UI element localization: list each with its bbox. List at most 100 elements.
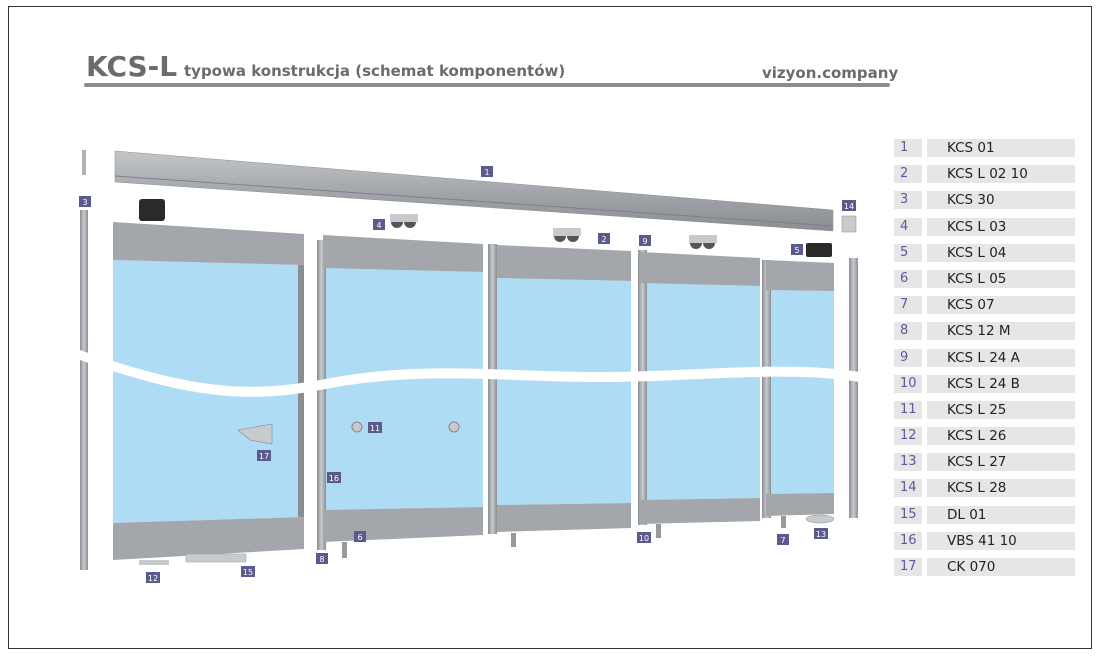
legend-row: 12 KCS L 26 [894, 427, 1075, 446]
title-underline [84, 83, 890, 87]
legend-number: 7 [894, 296, 922, 315]
legend-row: 9 KCS L 24 A [894, 348, 1075, 367]
legend-number: 12 [894, 427, 922, 446]
legend-code: CK 070 [927, 558, 1075, 576]
callout-15: 15 [241, 566, 255, 577]
callout-6: 6 [354, 531, 366, 542]
callout-10: 10 [637, 532, 651, 543]
legend-number: 10 [894, 374, 922, 393]
svg-text:6: 6 [357, 533, 362, 542]
handle-bracket [237, 423, 273, 445]
diagram-frame [8, 6, 1092, 649]
legend-number: 6 [894, 269, 922, 288]
break-wave [80, 350, 860, 397]
callout-3: 3 [79, 196, 91, 207]
legend-code: KCS L 28 [927, 479, 1075, 498]
right-wall-profile [849, 258, 858, 518]
callout-13: 13 [814, 528, 828, 539]
legend-code: KCS L 24 A [927, 348, 1075, 367]
legend-number: 14 [894, 479, 922, 498]
component-legend: 1 KCS 01 2 KCS L 02 10 3 KCS 30 4 KCS L 03 5… [894, 139, 1075, 584]
svg-text:12: 12 [148, 574, 158, 583]
svg-text:3: 3 [82, 198, 87, 207]
legend-code: KCS L 05 [927, 269, 1075, 288]
end-cap [841, 215, 857, 233]
callout-16: 16 [327, 472, 341, 483]
svg-text:16: 16 [329, 474, 339, 483]
svg-text:17: 17 [259, 452, 269, 461]
legend-row: 16 VBS 41 10 [894, 531, 1075, 550]
svg-text:4: 4 [376, 221, 381, 230]
svg-text:9: 9 [642, 237, 647, 246]
legend-row: 2 KCS L 02 10 [894, 165, 1075, 184]
svg-text:14: 14 [844, 202, 854, 211]
legend-code: VBS 41 10 [927, 531, 1075, 550]
legend-row: 13 KCS L 27 [894, 453, 1075, 472]
page-subtitle: typowa konstrukcja (schemat komponentów) [184, 62, 566, 80]
floor-strip-15 [185, 553, 247, 563]
legend-number: 13 [894, 453, 922, 472]
legend-row: 15 DL 01 [894, 505, 1075, 524]
glass-panel-3 [488, 228, 631, 534]
legend-row: 1 KCS 01 [894, 139, 1075, 157]
legend-row: 17 CK 070 [894, 558, 1075, 576]
legend-code: DL 01 [927, 505, 1075, 524]
callout-11: 11 [368, 422, 382, 433]
page-title: KCS-L [86, 50, 178, 83]
svg-text:1: 1 [484, 168, 489, 177]
legend-row: 10 KCS L 24 B [894, 374, 1075, 393]
legend-code: KCS L 03 [927, 217, 1075, 236]
legend-row: 14 KCS L 28 [894, 479, 1075, 498]
callout-7: 7 [777, 534, 789, 545]
legend-code: KCS 30 [927, 191, 1075, 210]
legend-code: KCS L 04 [927, 243, 1075, 262]
legend-row: 4 KCS L 03 [894, 217, 1075, 236]
legend-number: 1 [894, 139, 922, 157]
legend-code: KCS 07 [927, 296, 1075, 315]
glass-panel-5 [762, 243, 834, 518]
glass-panel-4 [638, 235, 760, 525]
svg-text:8: 8 [319, 555, 324, 564]
legend-number: 3 [894, 191, 922, 210]
left-wall-profile [80, 210, 88, 570]
legend-number: 2 [894, 165, 922, 184]
svg-text:15: 15 [243, 568, 253, 577]
brand-link[interactable]: vizyon.company [762, 64, 899, 82]
legend-code: KCS 12 M [927, 322, 1075, 341]
legend-code: KCS L 24 B [927, 374, 1075, 393]
legend-number: 9 [894, 348, 922, 367]
floor-guide-12 [139, 560, 169, 565]
legend-code: KCS L 02 10 [927, 165, 1075, 184]
glass-panel-2 [317, 214, 483, 550]
top-rail [114, 150, 834, 232]
svg-text:2: 2 [601, 235, 606, 244]
callout-8: 8 [316, 553, 328, 564]
legend-code: KCS L 27 [927, 453, 1075, 472]
svg-text:7: 7 [780, 536, 785, 545]
legend-number: 11 [894, 400, 922, 419]
legend-code: KCS L 25 [927, 400, 1075, 419]
callout-9: 9 [639, 235, 651, 246]
callout-1: 1 [481, 166, 493, 177]
svg-text:11: 11 [370, 424, 380, 433]
legend-code: KCS 01 [927, 139, 1075, 157]
legend-number: 17 [894, 558, 922, 576]
legend-row: 6 KCS L 05 [894, 269, 1075, 288]
legend-number: 4 [894, 217, 922, 236]
legend-row: 11 KCS L 25 [894, 400, 1075, 419]
legend-code: KCS L 26 [927, 427, 1075, 446]
legend-row: 3 KCS 30 [894, 191, 1075, 210]
callout-14: 14 [842, 200, 856, 211]
callout-5: 5 [791, 244, 803, 255]
callout-17: 17 [257, 450, 271, 461]
svg-text:5: 5 [794, 246, 799, 255]
svg-text:13: 13 [816, 530, 826, 539]
callout-12: 12 [146, 572, 160, 583]
legend-number: 15 [894, 505, 922, 524]
callout-4: 4 [373, 219, 385, 230]
legend-number: 16 [894, 531, 922, 550]
legend-row: 7 KCS 07 [894, 296, 1075, 315]
